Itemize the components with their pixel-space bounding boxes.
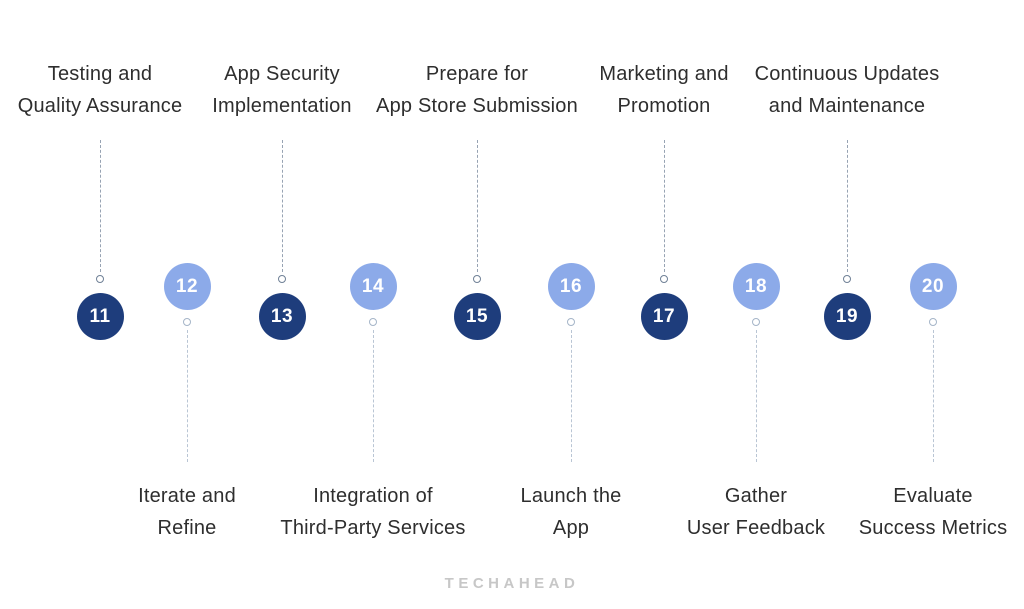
connector-ring-icon bbox=[96, 275, 104, 283]
step-label-line: Third-Party Services bbox=[280, 517, 466, 539]
step-label-line: App bbox=[552, 517, 590, 539]
step-label-line: and Maintenance bbox=[768, 95, 926, 117]
connector-dashed-line bbox=[372, 330, 374, 462]
step-label-line: Testing and bbox=[47, 63, 153, 85]
connector-dashed-line bbox=[846, 140, 848, 272]
connector-dashed-line bbox=[476, 140, 478, 272]
step-number-circle: 16 bbox=[547, 263, 595, 310]
step-number: 11 bbox=[89, 305, 111, 327]
step-number-circle: 13 bbox=[258, 293, 306, 340]
connector-ring-icon bbox=[278, 275, 286, 283]
step-number-circle: 14 bbox=[349, 263, 397, 310]
step-number: 20 bbox=[921, 275, 945, 297]
techahead-logo: TECHAHEAD bbox=[444, 575, 580, 592]
step-label-line: App Store Submission bbox=[376, 95, 578, 117]
step-label-line: User Feedback bbox=[686, 517, 826, 539]
step-number: 14 bbox=[361, 275, 385, 297]
step-number: 16 bbox=[559, 275, 583, 297]
step-label-line: Implementation bbox=[212, 95, 352, 117]
step-label-line: Quality Assurance bbox=[17, 95, 183, 117]
connector-ring-icon bbox=[473, 275, 481, 283]
step-label: Integration of Third-Party Services bbox=[258, 480, 488, 544]
step-number: 18 bbox=[744, 275, 768, 297]
connector-ring-icon bbox=[929, 318, 937, 326]
step-number: 12 bbox=[175, 275, 199, 297]
step-label-line: Launch the bbox=[520, 485, 622, 507]
step-number: 15 bbox=[465, 305, 489, 327]
step-label-line: Prepare for bbox=[425, 63, 529, 85]
step-number-circle: 11 bbox=[76, 293, 124, 340]
step-number-circle: 18 bbox=[732, 263, 780, 310]
step-label-line: Iterate and bbox=[138, 485, 236, 507]
connector-dashed-line bbox=[663, 140, 665, 272]
connector-dashed-line bbox=[281, 140, 283, 272]
step-label-line: Evaluate bbox=[893, 485, 973, 507]
step-label-line: Promotion bbox=[617, 95, 711, 117]
step-number-circle: 19 bbox=[823, 293, 871, 340]
connector-dashed-line bbox=[932, 330, 934, 462]
connector-dashed-line bbox=[570, 330, 572, 462]
connector-ring-icon bbox=[660, 275, 668, 283]
step-label-line: App Security bbox=[224, 63, 340, 85]
step-label-line: Marketing and bbox=[599, 63, 729, 85]
connector-dashed-line bbox=[755, 330, 757, 462]
step-number-circle: 12 bbox=[163, 263, 211, 310]
step-number: 13 bbox=[270, 305, 294, 327]
connector-ring-icon bbox=[369, 318, 377, 326]
connector-dashed-line bbox=[99, 140, 101, 272]
step-label-line: Gather bbox=[724, 485, 788, 507]
step-label: Continuous Updates and Maintenance bbox=[732, 58, 962, 122]
connector-dashed-line bbox=[186, 330, 188, 462]
step-number-circle: 20 bbox=[909, 263, 957, 310]
step-number: 19 bbox=[835, 305, 859, 327]
step-number-circle: 17 bbox=[640, 293, 688, 340]
connector-ring-icon bbox=[183, 318, 191, 326]
step-label-line: Refine bbox=[157, 517, 217, 539]
step-label-line: Integration of bbox=[313, 485, 433, 507]
step-number: 17 bbox=[652, 305, 676, 327]
step-number-circle: 15 bbox=[453, 293, 501, 340]
connector-ring-icon bbox=[843, 275, 851, 283]
step-label-line: Continuous Updates bbox=[754, 63, 940, 85]
connector-ring-icon bbox=[567, 318, 575, 326]
connector-ring-icon bbox=[752, 318, 760, 326]
step-label-line: Success Metrics bbox=[858, 517, 1008, 539]
